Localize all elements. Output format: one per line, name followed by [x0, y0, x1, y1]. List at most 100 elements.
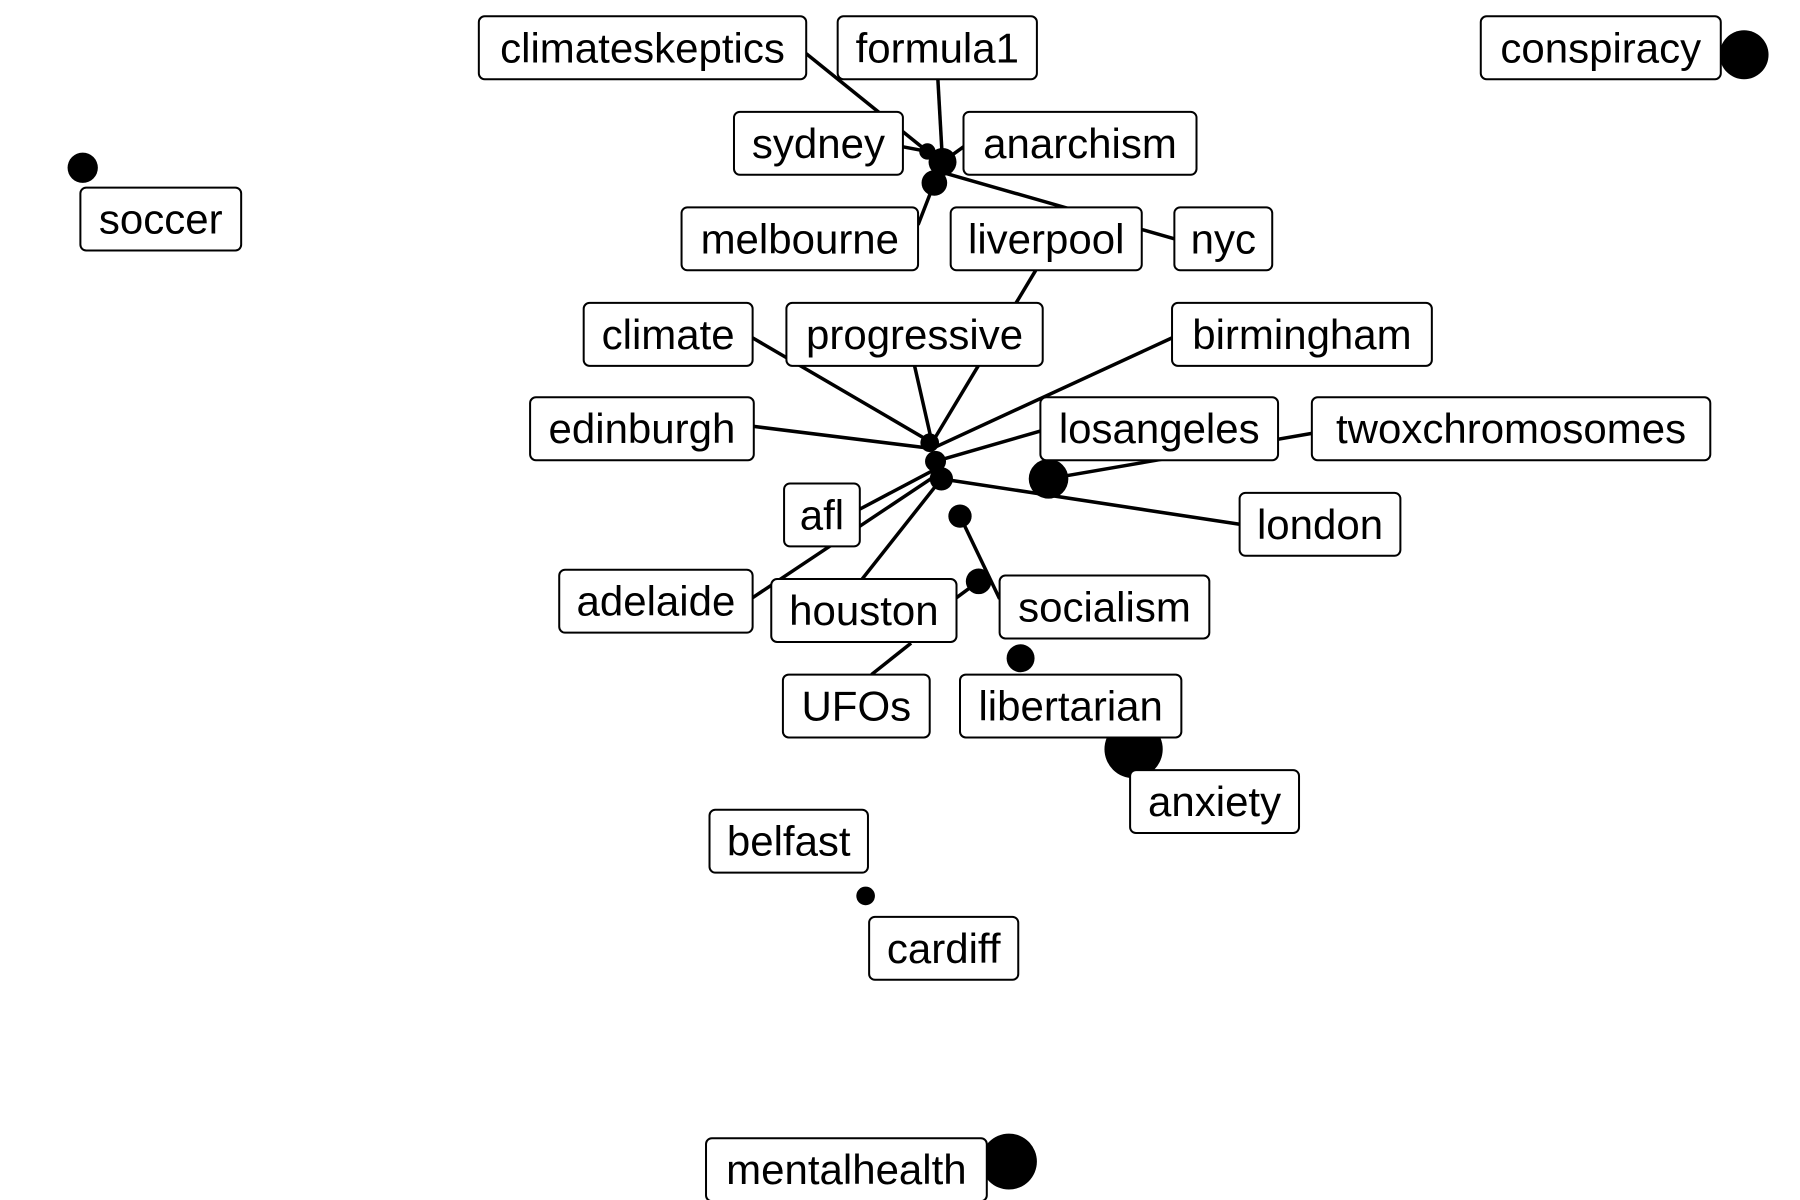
node-label-soccer: soccer	[79, 186, 243, 252]
node-label-formula1: formula1	[836, 15, 1038, 81]
node-label-text: cardiff	[887, 925, 1001, 972]
node-label-box	[529, 396, 755, 462]
node-label-text: climate	[602, 311, 735, 358]
node-label-box	[868, 915, 1020, 981]
node-label-adelaide: adelaide	[558, 568, 754, 634]
node-label-text: UFOs	[801, 683, 911, 730]
graph-node-dot	[856, 886, 875, 906]
graph-edge	[751, 336, 933, 445]
node-label-box	[477, 15, 808, 81]
graph-edge	[912, 365, 934, 444]
graph-node-dot	[1006, 644, 1035, 673]
node-label-box	[705, 1137, 988, 1200]
node-label-melbourne: melbourne	[680, 206, 920, 272]
node-label-birmingham: birmingham	[1171, 301, 1433, 367]
node-label-box	[781, 673, 931, 739]
node-label-box	[1238, 491, 1402, 557]
node-label-text: libertarian	[978, 683, 1162, 730]
node-label-box	[680, 206, 920, 272]
node-label-box	[1479, 15, 1722, 81]
graph-node-dot	[980, 1133, 1037, 1190]
graph-node-dot	[928, 147, 957, 176]
graph-edge	[805, 52, 929, 153]
node-label-text: formula1	[856, 24, 1019, 71]
node-label-text: anarchism	[983, 120, 1177, 167]
node-label-box	[836, 15, 1038, 81]
node-label-nyc: nyc	[1173, 206, 1274, 272]
node-label-text: sydney	[752, 120, 885, 167]
node-label-mentalhealth: mentalhealth	[705, 1137, 988, 1200]
node-label-sydney: sydney	[732, 110, 904, 176]
graph-edge	[860, 477, 943, 581]
node-label-text: losangeles	[1059, 405, 1260, 452]
graph-edge	[870, 641, 913, 676]
node-label-text: london	[1257, 501, 1383, 548]
graph-edge	[858, 464, 943, 511]
node-label-belfast: belfast	[708, 808, 869, 874]
node-label-box	[582, 301, 754, 367]
node-label-anxiety: anxiety	[1129, 769, 1301, 835]
node-label-box	[558, 568, 754, 634]
node-label-box	[962, 110, 1198, 176]
node-label-libertarian: libertarian	[959, 673, 1183, 739]
graph-node-dot	[948, 504, 972, 528]
graph-node-dot	[925, 450, 947, 472]
node-label-box	[732, 110, 904, 176]
node-label-box	[1129, 769, 1301, 835]
node-label-climate: climate	[582, 301, 754, 367]
node-label-cardiff: cardiff	[868, 915, 1020, 981]
labels-layer: soccer climateskeptics formula1 conspiracy s…	[79, 15, 1722, 1200]
graph-node-dot	[929, 467, 954, 491]
node-label-box	[1171, 301, 1433, 367]
node-label-text: twoxchromosomes	[1336, 405, 1686, 452]
node-label-ufos: UFOs	[781, 673, 931, 739]
graph-edge	[958, 515, 1002, 600]
graph-edge	[935, 429, 1041, 464]
node-label-text: adelaide	[577, 578, 736, 625]
node-label-afl: afl	[783, 482, 861, 548]
node-label-text: edinburgh	[549, 405, 736, 452]
node-label-climateskeptics: climateskeptics	[477, 15, 808, 81]
node-label-text: nyc	[1191, 215, 1256, 262]
node-label-text: anxiety	[1148, 778, 1281, 825]
node-label-conspiracy: conspiracy	[1479, 15, 1722, 81]
node-label-losangeles: losangeles	[1039, 396, 1280, 462]
node-label-box	[770, 578, 958, 643]
node-label-box	[1310, 396, 1712, 462]
node-label-text: birmingham	[1192, 311, 1411, 358]
node-label-box	[998, 574, 1211, 640]
node-label-text: mentalhealth	[726, 1146, 967, 1193]
node-label-text: liverpool	[968, 215, 1124, 262]
node-label-text: climateskeptics	[500, 24, 785, 71]
node-label-box	[79, 186, 243, 252]
node-label-box	[1173, 206, 1274, 272]
graph-node-dot	[920, 433, 940, 453]
node-label-box	[785, 301, 1044, 367]
node-label-liverpool: liverpool	[949, 206, 1143, 272]
node-label-text: melbourne	[701, 215, 899, 262]
node-label-box	[1039, 396, 1280, 462]
node-label-london: london	[1238, 491, 1402, 557]
graph-edge	[941, 477, 1240, 527]
node-label-text: soccer	[99, 196, 223, 243]
node-label-text: conspiracy	[1500, 24, 1701, 71]
node-label-box	[949, 206, 1143, 272]
node-label-text: afl	[800, 491, 844, 538]
node-label-box	[708, 808, 869, 874]
node-label-progressive: progressive	[785, 301, 1044, 367]
node-label-text: houston	[789, 587, 938, 634]
graph-node-dot	[1028, 459, 1069, 499]
node-label-text: socialism	[1018, 583, 1191, 630]
graph-node-dot	[67, 152, 98, 183]
graph-node-dot	[965, 568, 992, 595]
node-label-text: belfast	[727, 818, 851, 865]
node-label-edinburgh: edinburgh	[529, 396, 755, 462]
node-label-houston: houston	[770, 578, 958, 643]
graph-node-dot	[1719, 30, 1769, 80]
node-label-twoxchromosomes: twoxchromosomes	[1310, 396, 1712, 462]
node-label-anarchism: anarchism	[962, 110, 1198, 176]
graph-edge	[931, 336, 1173, 451]
node-label-socialism: socialism	[998, 574, 1211, 640]
node-label-box	[959, 673, 1183, 739]
